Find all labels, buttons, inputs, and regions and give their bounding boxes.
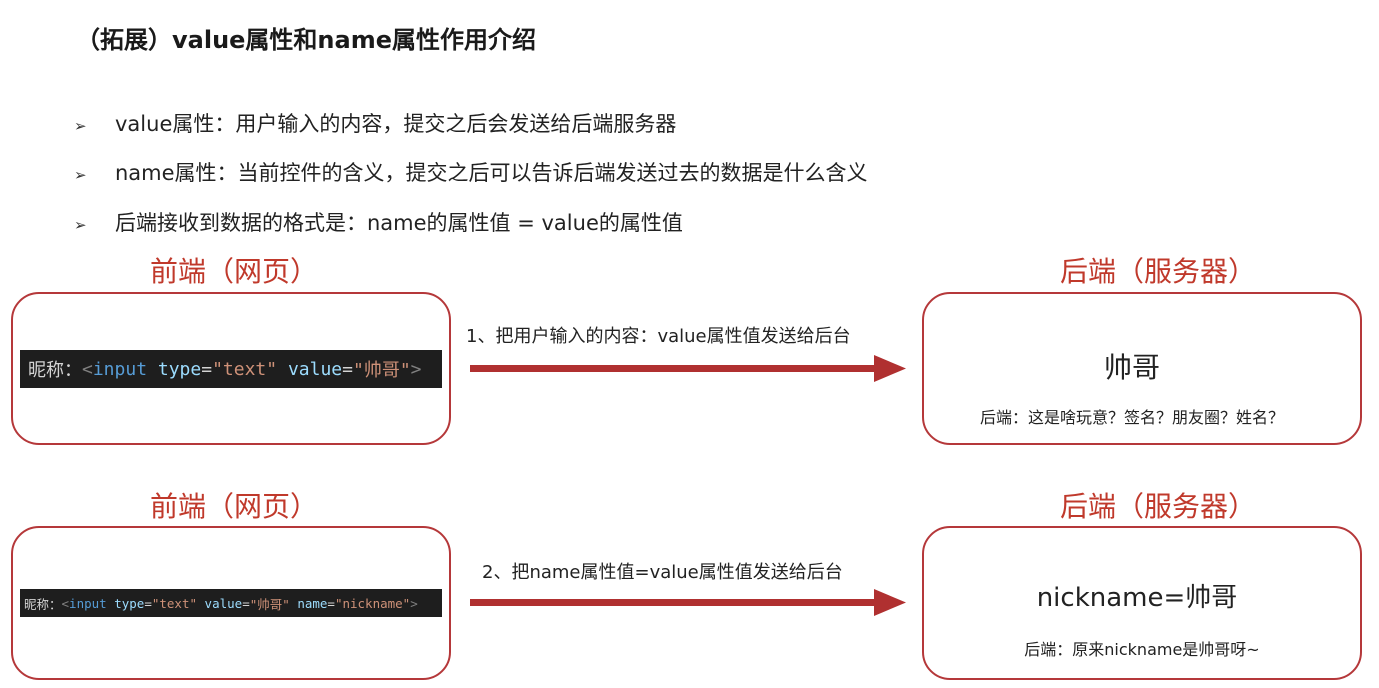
code-val-value: "帅哥" xyxy=(352,360,411,381)
code-close: > xyxy=(410,358,422,380)
page-title: （拓展）value属性和name属性作用介绍 xyxy=(76,26,536,54)
frontend-label-2: 前端（网页） xyxy=(150,490,319,523)
code-snippet-2: 昵称：<input type="text" value="帅哥" name="n… xyxy=(20,589,442,617)
server-comment-1: 后端：这是啥玩意？签名？朋友圈？姓名？ xyxy=(979,408,1284,427)
frontend-label-1: 前端（网页） xyxy=(150,255,319,288)
bullet-arrow-icon: ➢ xyxy=(74,166,87,184)
backend-box-2 xyxy=(922,526,1362,680)
code-tag: input xyxy=(69,595,107,611)
backend-label-2: 后端（服务器） xyxy=(1060,490,1257,523)
code-snippet-1: 昵称：<input type="text" value="帅哥"> xyxy=(20,350,442,388)
backend-box-1 xyxy=(922,292,1362,445)
server-comment-2: 后端：原来nickname是帅哥呀~ xyxy=(1024,640,1260,659)
code-label: 昵称： xyxy=(28,360,82,381)
bullet-text: value属性：用户输入的内容，提交之后会发送给后端服务器 xyxy=(115,112,677,136)
bullet-item-format: ➢ 后端接收到数据的格式是：name的属性值 = value的属性值 xyxy=(74,207,683,237)
code-val-type: "text" xyxy=(212,358,278,380)
code-open: < xyxy=(61,595,70,611)
bullet-text: 后端接收到数据的格式是：name的属性值 = value的属性值 xyxy=(115,211,683,235)
bullet-arrow-icon: ➢ xyxy=(74,216,87,234)
bullet-arrow-icon: ➢ xyxy=(74,117,87,135)
bullet-item-name: ➢ name属性：当前控件的含义，提交之后可以告诉后端发送过去的数据是什么含义 xyxy=(74,157,868,187)
code-val-value: "帅哥" xyxy=(249,596,290,612)
code-val-type: "text" xyxy=(151,595,198,611)
code-attr-type: type xyxy=(114,595,145,611)
code-tag: input xyxy=(92,358,148,380)
code-val-name: "nickname" xyxy=(334,595,411,611)
right-arrow-icon xyxy=(470,589,906,616)
arrow-caption-2: 2、把name属性值=value属性值发送给后台 xyxy=(482,562,843,583)
server-received-value-1: 帅哥 xyxy=(1103,351,1160,384)
bullet-text: name属性：当前控件的含义，提交之后可以告诉后端发送过去的数据是什么含义 xyxy=(115,161,868,185)
code-attr-value: value xyxy=(287,358,343,380)
backend-label-1: 后端（服务器） xyxy=(1060,255,1257,288)
code-close: > xyxy=(410,595,418,611)
code-label: 昵称： xyxy=(24,596,62,612)
server-received-value-2: nickname=帅哥 xyxy=(1036,583,1238,613)
code-open: < xyxy=(82,358,93,380)
right-arrow-icon xyxy=(470,355,906,382)
code-attr-name: name xyxy=(297,595,328,611)
bullet-item-value: ➢ value属性：用户输入的内容，提交之后会发送给后端服务器 xyxy=(74,108,676,138)
code-attr-value: value xyxy=(204,595,243,611)
code-attr-type: type xyxy=(157,358,202,380)
arrow-caption-1: 1、把用户输入的内容：value属性值发送给后台 xyxy=(466,326,851,347)
